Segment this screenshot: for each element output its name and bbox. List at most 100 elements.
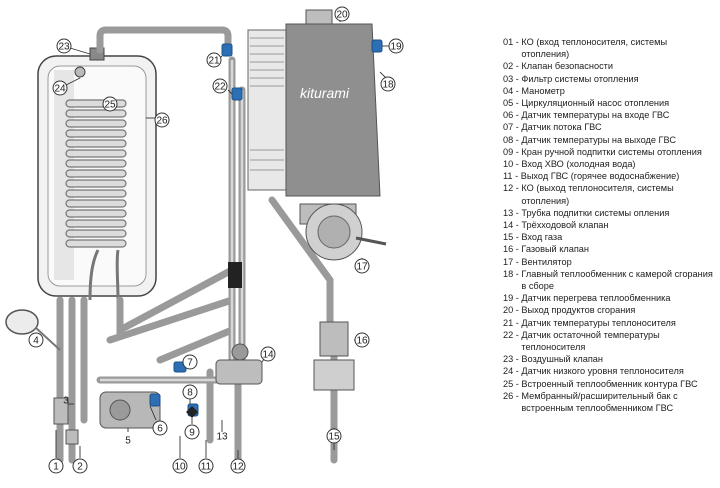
legend-item: 01 - КО (вход теплоносителя, системы ото… bbox=[503, 36, 717, 60]
legend-text: КО (выход теплоносителя, системы отоплен… bbox=[521, 183, 674, 206]
legend-number: 05 - bbox=[503, 98, 522, 109]
legend-item: 20 - Выход продуктов сгорания bbox=[503, 304, 717, 316]
legend-number: 17 - bbox=[503, 256, 522, 267]
callout-circle-25 bbox=[102, 96, 118, 112]
legend-number: 03 - bbox=[503, 73, 522, 84]
callout-circle-16 bbox=[354, 332, 370, 348]
legend-text: Манометр bbox=[521, 85, 565, 96]
callout-7: 7 bbox=[187, 358, 193, 369]
callout-circle-2 bbox=[72, 458, 88, 474]
legend-text: Датчик остаточной температуры теплоносит… bbox=[521, 329, 660, 353]
legend-item: 08 - Датчик температуры на выходе ГВС bbox=[503, 134, 717, 146]
legend-text: Вход газа bbox=[521, 232, 563, 243]
legend-number: 24 - bbox=[503, 366, 522, 377]
legend-number: 16 - bbox=[503, 244, 522, 255]
callout-10: 10 bbox=[174, 462, 186, 473]
legend-number: 12 - bbox=[503, 183, 522, 194]
callout-9: 9 bbox=[189, 428, 195, 439]
callout-16: 16 bbox=[356, 336, 368, 347]
legend-item: 23 - Воздушный клапан bbox=[503, 353, 717, 365]
legend-item: 17 - Вентилятор bbox=[503, 256, 717, 268]
manual-fill-valve bbox=[186, 406, 198, 418]
legend-item: 10 - Вход ХВО (холодная вода) bbox=[503, 158, 717, 170]
callout-23: 23 bbox=[58, 42, 70, 53]
callout-26: 26 bbox=[156, 116, 168, 127]
callout-24: 24 bbox=[54, 84, 66, 95]
callout-circle-18 bbox=[380, 76, 396, 92]
legend-text: Главный теплообменник с камерой сгорания… bbox=[521, 268, 713, 292]
fan bbox=[299, 203, 387, 261]
legend-number: 04 - bbox=[503, 85, 522, 96]
legend-item: 05 - Циркуляционный насос отопления bbox=[503, 97, 717, 109]
legend-text: Датчик температуры теплоносителя bbox=[521, 317, 676, 328]
legend-text: Клапан безопасности bbox=[521, 61, 614, 72]
legend-item: 15 - Вход газа bbox=[503, 231, 717, 243]
coil-lead-left bbox=[88, 249, 100, 301]
legend-number: 14 - bbox=[503, 220, 522, 231]
legend-number: 07 - bbox=[503, 122, 522, 133]
callout-15: 15 bbox=[328, 432, 340, 443]
legend-text: Трёхходовой клапан bbox=[521, 220, 609, 231]
callout-circle-20 bbox=[334, 6, 350, 22]
low-level-sensor bbox=[74, 66, 86, 78]
legend-text: Датчик низкого уровня теплоносителя bbox=[521, 366, 684, 377]
legend-number: 19 - bbox=[503, 293, 522, 304]
callout-circle-21 bbox=[206, 52, 222, 68]
legend-item: 03 - Фильтр системы отопления bbox=[503, 73, 717, 85]
callout-circle-15 bbox=[326, 428, 342, 444]
legend-text: Газовый клапан bbox=[521, 244, 589, 255]
legend-number: 22 - bbox=[503, 329, 522, 340]
gas-valve bbox=[313, 321, 355, 391]
callout-numbers: 1 2 3 4 5 6 7 8 9 10 11 12 13 14 15 16 1… bbox=[33, 10, 402, 473]
legend-item: 09 - Кран ручной подпитки системы отопле… bbox=[503, 146, 717, 158]
legend-text: Датчик перегрева теплообменника bbox=[521, 293, 671, 304]
legend-item: 06 - Датчик температуры на входе ГВС bbox=[503, 109, 717, 121]
callout-20: 20 bbox=[336, 10, 348, 21]
callout-4: 4 bbox=[33, 336, 39, 347]
legend-number: 02 - bbox=[503, 61, 522, 72]
callout-2: 2 bbox=[77, 462, 83, 473]
callout-3: 3 bbox=[63, 396, 69, 407]
legend-text: Циркуляционный насос отопления bbox=[521, 98, 670, 109]
callout-circle-23 bbox=[56, 38, 72, 54]
legend-number: 06 - bbox=[503, 110, 522, 121]
legend-item: 02 - Клапан безопасности bbox=[503, 60, 717, 72]
callout-5: 5 bbox=[125, 436, 131, 447]
callout-12: 12 bbox=[232, 462, 244, 473]
callout-14: 14 bbox=[262, 350, 274, 361]
dhw-coil bbox=[65, 99, 127, 248]
callout-18: 18 bbox=[382, 80, 394, 91]
callout-21: 21 bbox=[208, 56, 220, 67]
safety-valve bbox=[65, 429, 79, 445]
callouts bbox=[28, 6, 404, 474]
coil-lead-right bbox=[115, 249, 120, 301]
legend-item: 07 - Датчик потока ГВС bbox=[503, 121, 717, 133]
three-way-valve bbox=[215, 343, 263, 385]
legend-text: Фильтр системы отопления bbox=[521, 73, 639, 84]
callout-circle-7 bbox=[182, 354, 198, 370]
callout-11: 11 bbox=[201, 462, 212, 473]
legend-text: Выход ГВС (горячее водоснабжение) bbox=[520, 171, 680, 182]
callout-6: 6 bbox=[157, 424, 163, 435]
legend-item: 11 - Выход ГВС (горячее водоснабжение) bbox=[503, 170, 717, 182]
legend-number: 26 - bbox=[503, 390, 522, 401]
callout-25: 25 bbox=[104, 100, 116, 111]
legend-text: Вход ХВО (холодная вода) bbox=[521, 159, 636, 170]
legend-item: 21 - Датчик температуры теплоносителя bbox=[503, 317, 717, 329]
pipe-highlights bbox=[100, 60, 244, 382]
main-heat-exchanger: kiturami bbox=[247, 9, 381, 197]
legend-text: Датчик температуры на выходе ГВС bbox=[521, 134, 676, 145]
legend-text: Трубка подпитки системы опления bbox=[521, 207, 670, 218]
callout-circle-10 bbox=[172, 458, 188, 474]
component-legend: 01 - КО (вход теплоносителя, системы ото… bbox=[503, 36, 717, 414]
legend-text: КО (вход теплоносителя, системы отоплени… bbox=[521, 37, 668, 60]
callout-circle-9 bbox=[184, 424, 200, 440]
legend-number: 23 - bbox=[503, 354, 522, 365]
callout-circle-1 bbox=[48, 458, 64, 474]
legend-text: Датчик температуры на входе ГВС bbox=[521, 110, 670, 121]
legend-text: Мембранный/расширительный бак с встроенн… bbox=[521, 390, 678, 414]
legend-number: 09 - bbox=[503, 146, 522, 157]
legend-item: 12 - КО (выход теплоносителя, системы от… bbox=[503, 182, 717, 206]
legend-text: Кран ручной подпитки системы отопления bbox=[521, 146, 702, 157]
